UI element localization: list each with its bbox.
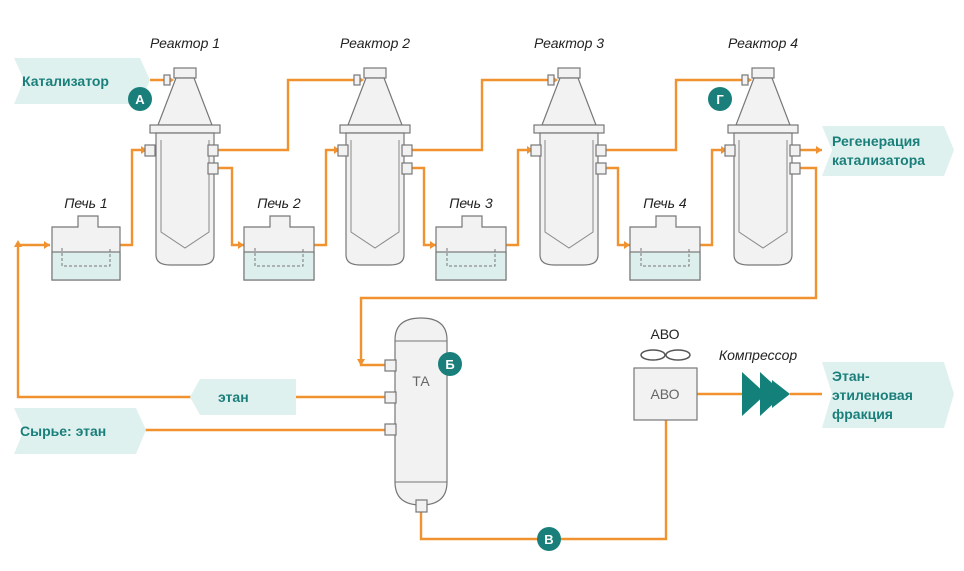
arrow-head bbox=[430, 241, 436, 249]
reactor-1-label: Реактор 1 bbox=[150, 35, 220, 51]
arrow-head bbox=[141, 146, 147, 154]
badge-b: Б bbox=[438, 352, 462, 376]
badge-v: В bbox=[537, 527, 561, 551]
badge-g-label: Г bbox=[716, 92, 724, 107]
pipe-r3-r4 bbox=[605, 78, 746, 152]
pipe-f2-r2 bbox=[314, 148, 340, 247]
pipe-f3-r3 bbox=[506, 148, 533, 247]
air-cooler bbox=[633, 367, 698, 421]
reactor-3 bbox=[530, 67, 607, 266]
pipe-r3-f4 bbox=[605, 166, 630, 247]
arrow-head bbox=[816, 146, 822, 154]
tag-feed-label: Сырье: этан bbox=[20, 423, 106, 439]
furnace-3 bbox=[435, 215, 507, 281]
furnace-3-label: Печь 3 bbox=[449, 195, 493, 211]
arrow-head bbox=[14, 240, 22, 247]
furnace-1-label: Печь 1 bbox=[64, 195, 107, 211]
fan-icon bbox=[640, 349, 691, 361]
furnace-4 bbox=[629, 215, 701, 281]
pipe-r4-ta bbox=[359, 166, 818, 367]
tag-regeneration-label-2: катализатора bbox=[832, 152, 925, 168]
furnace-4-label: Печь 4 bbox=[643, 195, 687, 211]
badge-a-label: А bbox=[135, 92, 145, 107]
pipe-r2-r3 bbox=[412, 78, 552, 152]
air-cooler-title: АВО bbox=[650, 326, 679, 342]
arrow-head bbox=[721, 146, 727, 154]
reactor-2 bbox=[337, 67, 413, 266]
badge-v-label: В bbox=[544, 532, 553, 547]
badge-a: А bbox=[128, 87, 152, 111]
tag-regeneration-label-1: Регенерация bbox=[832, 133, 920, 149]
pipe-r1-f2 bbox=[218, 166, 244, 247]
pipe-f1-r1 bbox=[120, 148, 147, 247]
compressor-icon bbox=[742, 372, 790, 416]
tag-product-label-2: этиленовая bbox=[832, 387, 913, 403]
arrow-head bbox=[334, 146, 340, 154]
reactor-2-label: Реактор 2 bbox=[340, 35, 410, 51]
tag-regeneration: Регенерация катализатора bbox=[822, 126, 954, 176]
arrow-head bbox=[238, 241, 244, 249]
pipe-r1-r2 bbox=[218, 78, 358, 152]
reactor-3-label: Реактор 3 bbox=[534, 35, 604, 51]
pipe-f4-r4 bbox=[700, 148, 727, 247]
arrow-head bbox=[357, 359, 365, 366]
compressor-label: Компрессор bbox=[719, 347, 798, 363]
furnace-2-label: Печь 2 bbox=[257, 195, 301, 211]
reactor-4 bbox=[724, 67, 801, 266]
tag-product: Этан- этиленовая фракция bbox=[822, 362, 954, 428]
furnace-1 bbox=[51, 215, 121, 281]
reactor-1 bbox=[144, 67, 221, 266]
heat-exchanger bbox=[384, 317, 448, 513]
tag-product-label-3: фракция bbox=[832, 406, 893, 422]
tag-catalyst: Катализатор bbox=[14, 58, 150, 104]
tag-feed: Сырье: этан bbox=[14, 408, 146, 454]
arrow-head bbox=[527, 146, 533, 154]
tag-ethane-label: этан bbox=[218, 389, 249, 405]
heat-exchanger-label: ТА bbox=[412, 373, 430, 389]
pipe-ta-avo bbox=[419, 420, 668, 541]
tag-product-label-1: Этан- bbox=[832, 368, 870, 384]
pipe-r2-f3 bbox=[412, 166, 436, 247]
air-cooler-box-label: АВО bbox=[650, 386, 679, 402]
tag-ethane: этан bbox=[190, 379, 296, 415]
tag-catalyst-label: Катализатор bbox=[22, 73, 109, 89]
badge-g: Г bbox=[708, 87, 732, 111]
badge-b-label: Б bbox=[445, 357, 454, 372]
arrow-head bbox=[44, 241, 50, 249]
arrow-head bbox=[624, 241, 630, 249]
reactor-4-label: Реактор 4 bbox=[728, 35, 798, 51]
furnace-2 bbox=[243, 215, 315, 281]
